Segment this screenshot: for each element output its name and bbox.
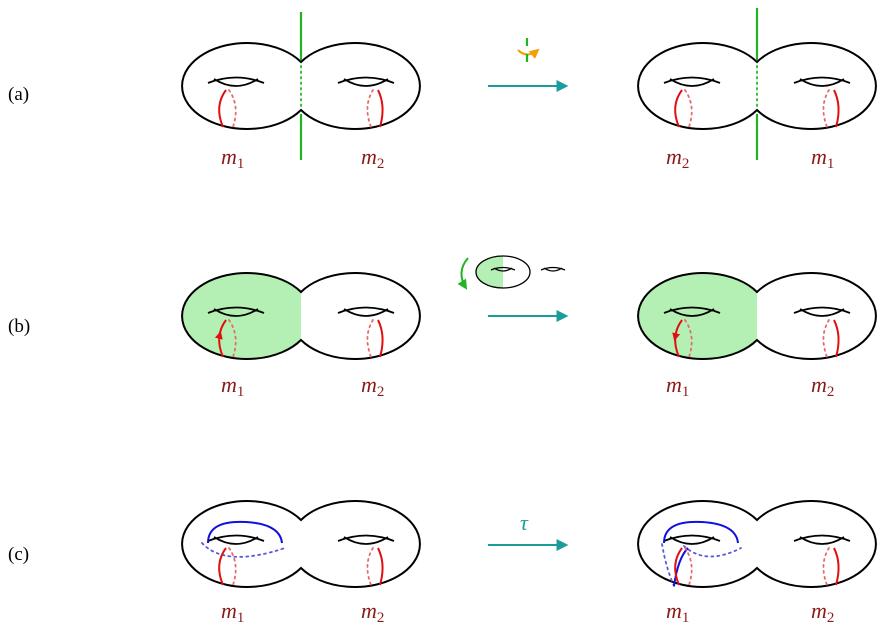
row-b-right-label-1: m1 <box>666 372 689 400</box>
row-a-left-surface <box>181 12 421 160</box>
row-c-left-label-2: m2 <box>361 598 384 626</box>
row-a-left-label-2: m2 <box>361 144 384 172</box>
row-b-left-surface <box>181 272 421 360</box>
row-a-right-surface <box>637 8 877 160</box>
row-b-left-label-1: m1 <box>221 372 244 400</box>
row-c-right-label-1: m1 <box>666 598 689 626</box>
row-b-right-label-2: m2 <box>811 372 834 400</box>
row-a-left-label-1: m1 <box>221 144 244 172</box>
flip-rotation-icon <box>457 255 566 290</box>
row-b-left-label-2: m2 <box>361 372 384 400</box>
row-c-right-label-2: m2 <box>811 598 834 626</box>
row-c-left-surface <box>181 500 421 588</box>
rotation-axis-icon <box>517 38 540 62</box>
row-label-c: (c) <box>8 544 29 565</box>
row-c-left-label-1: m1 <box>221 598 244 626</box>
tau-label: τ <box>520 510 529 535</box>
row-label-a: (a) <box>8 84 29 105</box>
row-a-right-label-2: m1 <box>811 144 834 172</box>
row-c-right-surface <box>637 500 877 588</box>
row-label-b: (b) <box>8 316 30 337</box>
row-b-right-surface <box>637 272 877 360</box>
row-a-right-label-1: m2 <box>666 144 689 172</box>
